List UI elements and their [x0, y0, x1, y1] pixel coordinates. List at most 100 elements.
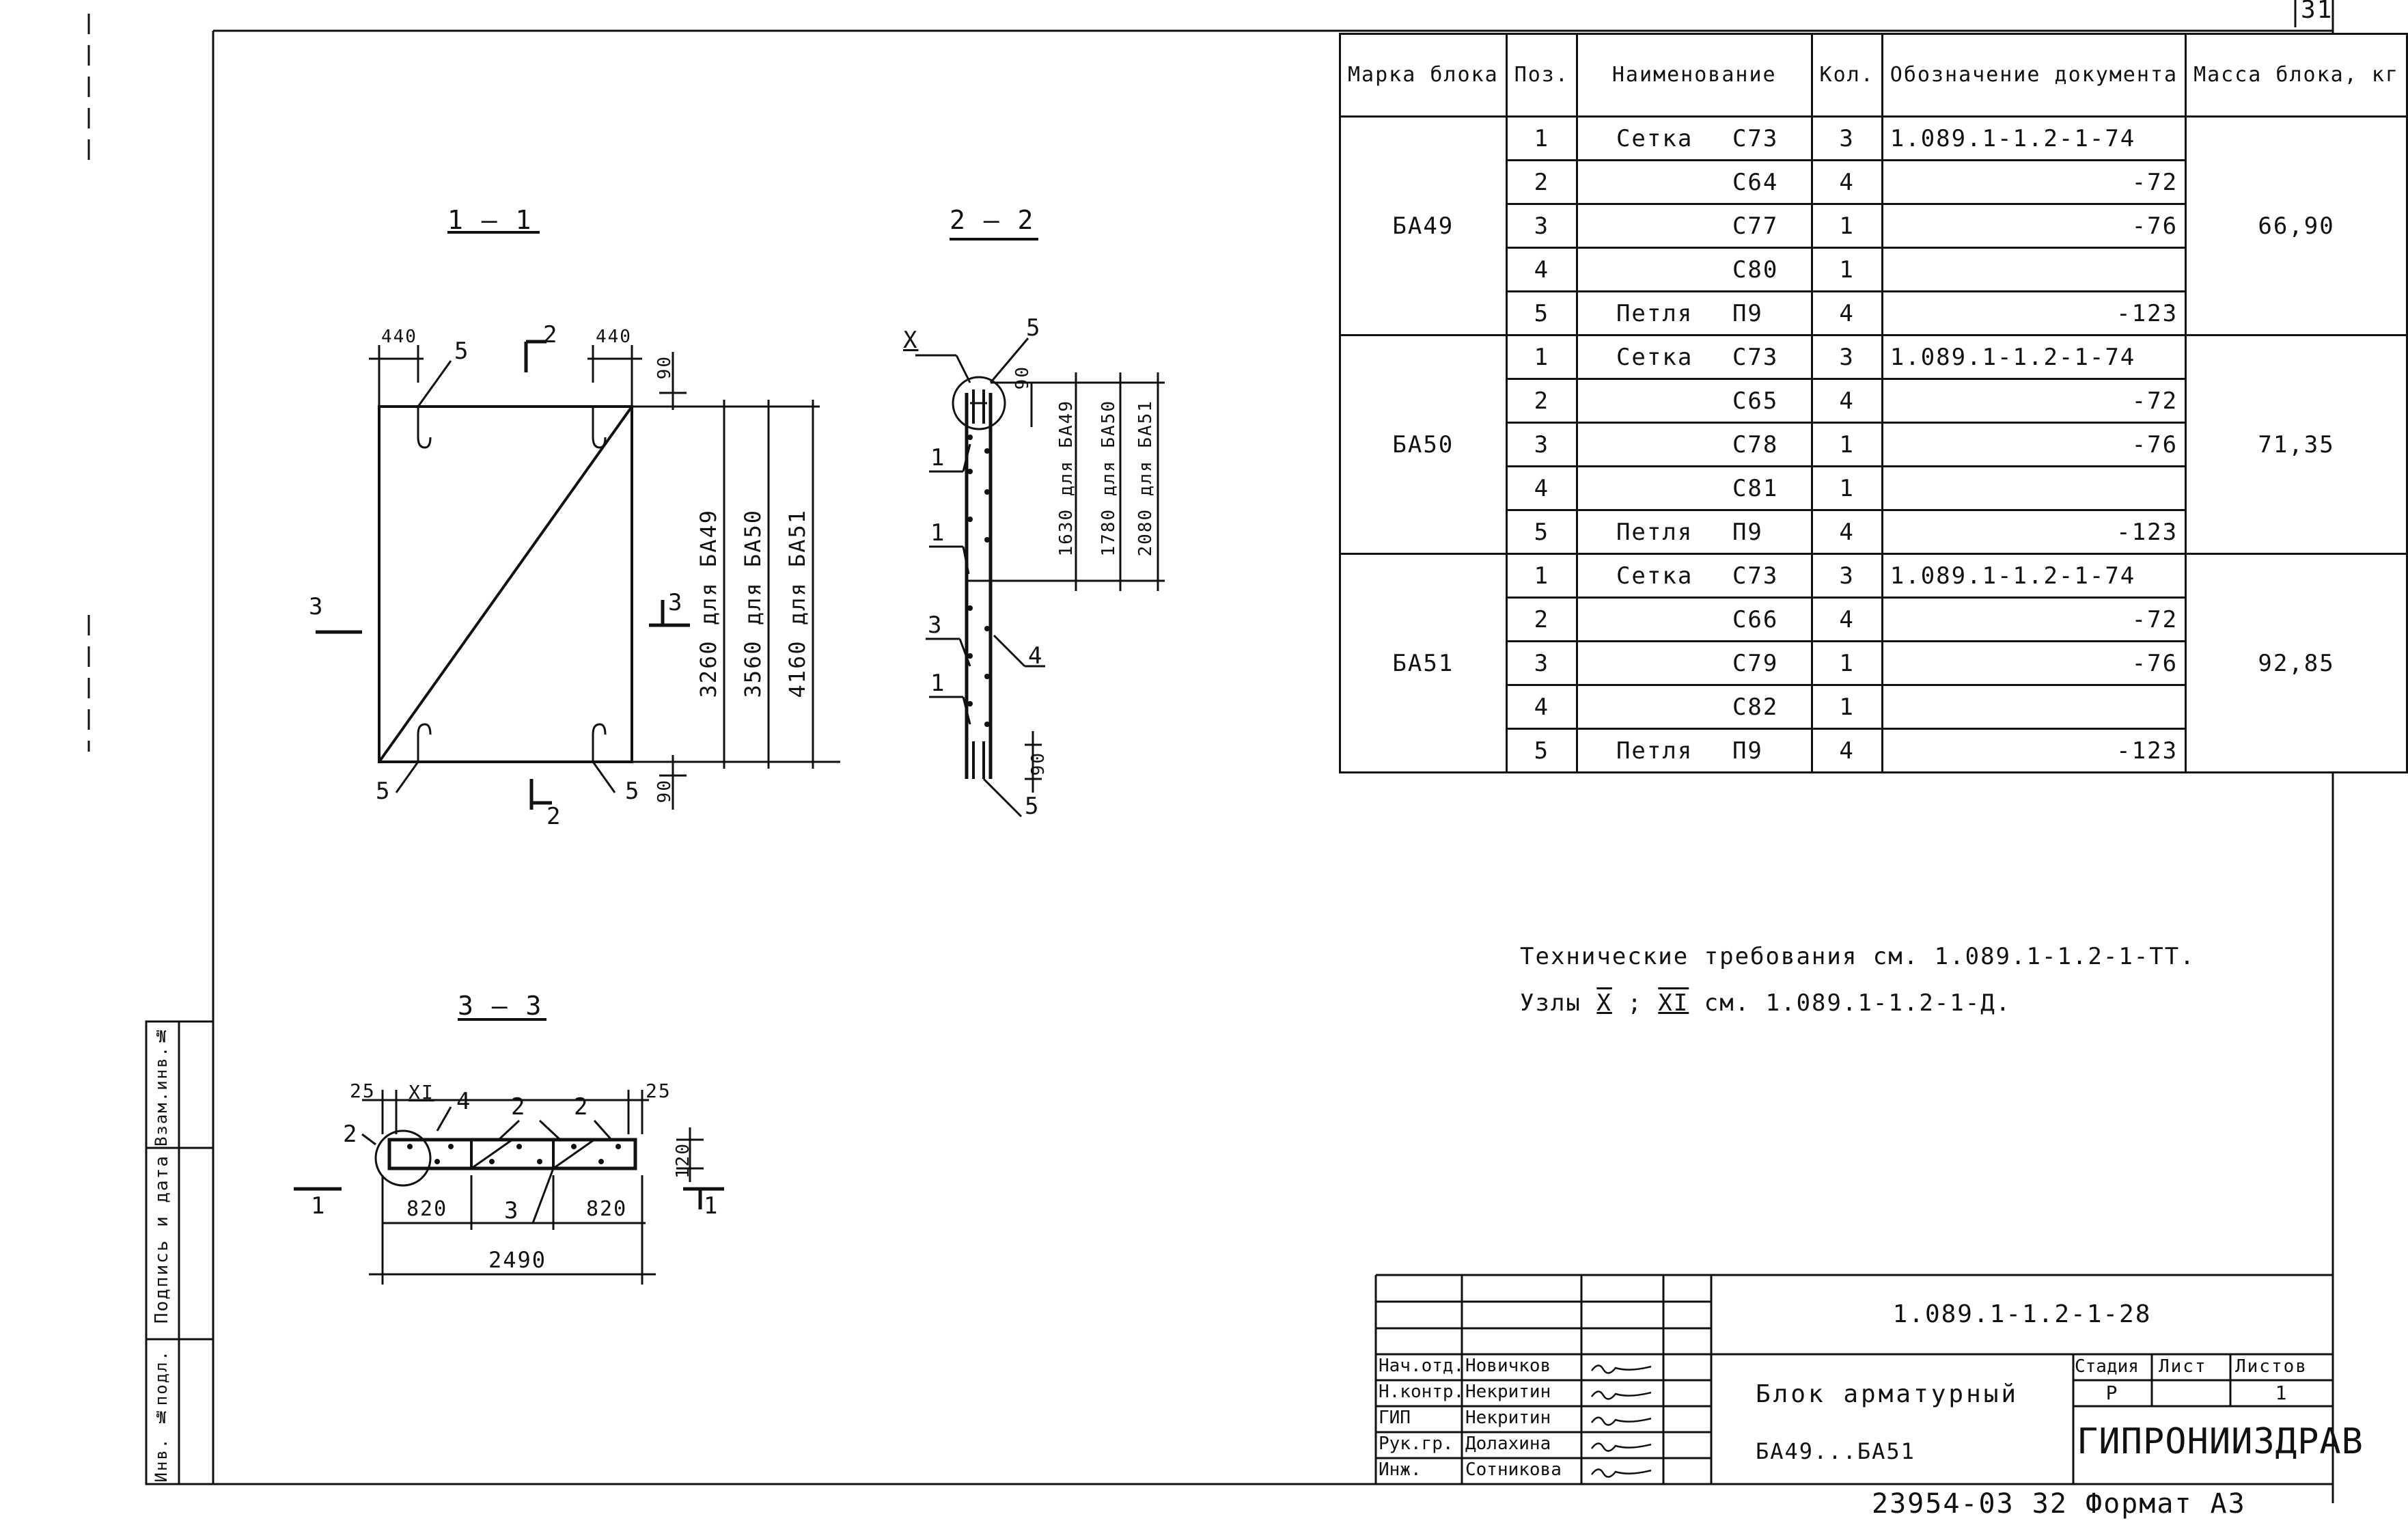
signatory-name: Новичков	[1465, 1356, 1551, 1376]
cell-qty: 3	[1810, 115, 1883, 161]
node-xi-label: XI	[409, 1081, 434, 1103]
signature-scribble	[1588, 1464, 1657, 1480]
cell-qty: 1	[1810, 640, 1883, 686]
cell-pos: 2	[1505, 596, 1578, 642]
pos-5-bottom-right: 5	[625, 778, 641, 805]
node-x-label: X	[903, 327, 919, 354]
signatory-role: Инж.	[1379, 1459, 1422, 1480]
cell-doc: -76	[1881, 640, 2187, 686]
cell-name-item: С78	[1732, 430, 1779, 458]
cell-name-item: С73	[1732, 562, 1779, 590]
title-doc-code: 1.089.1-1.2-1-28	[1892, 1300, 2152, 1328]
cut-mark-2-bottom: 2	[546, 803, 562, 830]
cut-mark-3-left: 3	[309, 593, 324, 620]
header-name: Наименование	[1575, 33, 1813, 118]
cell-doc: -72	[1881, 596, 2187, 642]
cell-doc: -123	[1881, 509, 2187, 555]
pos-5-bottom-2-2: 5	[1025, 793, 1040, 820]
pos-1-a: 1	[930, 444, 946, 471]
cell-pos: 1	[1505, 334, 1578, 380]
signature-scribble	[1588, 1438, 1657, 1454]
section-title-3-3: 3 — 3	[458, 991, 543, 1021]
note-nodes-line: Узлы X ; XI см. 1.089.1-1.2-1-Д.	[1520, 989, 2011, 1017]
cell-qty: 1	[1810, 684, 1883, 730]
pos-2-left: 2	[343, 1121, 359, 1148]
section-title-2-2: 2 — 2	[950, 205, 1035, 235]
cell-pos: 3	[1505, 422, 1578, 467]
pos-3: 3	[928, 612, 943, 639]
signatory-name: Сотникова	[1465, 1459, 1562, 1480]
header-qty: Кол.	[1810, 33, 1883, 118]
title-stage-value: Р	[2105, 1382, 2119, 1404]
note-nodes-ref: см. 1.089.1-1.2-1-Д.	[1704, 989, 2012, 1017]
note-node-xi: XI	[1658, 989, 1689, 1017]
cell-name: С78	[1575, 422, 1813, 467]
cell-pos: 1	[1505, 115, 1578, 161]
cell-name-type: Петля	[1616, 737, 1693, 765]
cell-name-type: Сетка	[1616, 562, 1693, 590]
cell-name: С77	[1575, 203, 1813, 249]
cell-name: С64	[1575, 159, 1813, 205]
cell-block-mass: 71,35	[2185, 334, 2408, 555]
cell-name-item: С79	[1732, 649, 1779, 677]
pos-5-bottom-left: 5	[376, 778, 391, 805]
cell-name-item: С77	[1732, 212, 1779, 240]
cell-name-type: Петля	[1616, 299, 1693, 327]
cut-mark-2-top: 2	[543, 321, 559, 348]
cell-name: С80	[1575, 247, 1813, 292]
title-sheets-value: 1	[2275, 1382, 2288, 1404]
cell-doc	[1881, 684, 2187, 730]
cell-qty: 4	[1810, 378, 1883, 424]
cell-name-item: С73	[1732, 343, 1779, 371]
cell-block-mass: 66,90	[2185, 115, 2408, 336]
title-stage-label: Стадия	[2075, 1356, 2139, 1377]
cell-name-item: С73	[1732, 124, 1779, 152]
cell-name: Петля П9	[1575, 728, 1813, 773]
signature-scribble	[1588, 1360, 1657, 1376]
dim-25-left: 25	[350, 1080, 376, 1102]
cell-qty: 1	[1810, 422, 1883, 467]
cell-block-mark: БА49	[1339, 115, 1508, 336]
cut-mark-1-right: 1	[704, 1192, 719, 1220]
dim-2490: 2490	[488, 1247, 547, 1273]
signatory-role: ГИП	[1379, 1408, 1411, 1428]
dim-820-right: 820	[586, 1197, 628, 1221]
cell-name-item: П9	[1732, 299, 1763, 327]
cell-name-item: П9	[1732, 737, 1763, 765]
signature-scribble	[1588, 1412, 1657, 1428]
pos-5-top-2-2: 5	[1026, 314, 1042, 342]
dim-440-right: 440	[596, 327, 632, 347]
cell-pos: 4	[1505, 247, 1578, 292]
signatory-role: Рук.гр.	[1379, 1434, 1454, 1454]
specification-table: Марка блока Поз. Наименование Кол. Обозн…	[1339, 33, 2408, 773]
header-mass: Масса блока, кг	[2185, 33, 2408, 118]
section-title-1-1: 1 — 1	[447, 205, 533, 235]
pos-4-3-3: 4	[456, 1088, 472, 1115]
title-organization: ГИПРОНИИЗДРАВ	[2077, 1421, 2364, 1462]
cell-doc: -72	[1881, 159, 2187, 205]
cell-pos: 5	[1505, 509, 1578, 555]
cell-qty: 4	[1810, 509, 1883, 555]
cell-name-item: С64	[1732, 168, 1779, 196]
title-line-1: Блок арматурный	[1756, 1380, 2019, 1408]
header-mark: Марка блока	[1339, 33, 1508, 118]
cell-qty: 4	[1810, 159, 1883, 205]
cell-qty: 1	[1810, 203, 1883, 249]
cell-name: Петля П9	[1575, 290, 1813, 336]
pos-2-b: 2	[574, 1093, 590, 1121]
pos-3-3-3: 3	[504, 1197, 520, 1224]
cell-doc	[1881, 247, 2187, 292]
cell-name: С81	[1575, 465, 1813, 511]
cell-name-type: Сетка	[1616, 124, 1693, 152]
cell-block-mark: БА50	[1339, 334, 1508, 555]
dim-25-right: 25	[646, 1080, 672, 1102]
cell-pos: 3	[1505, 203, 1578, 249]
signature-scribble	[1588, 1386, 1657, 1402]
